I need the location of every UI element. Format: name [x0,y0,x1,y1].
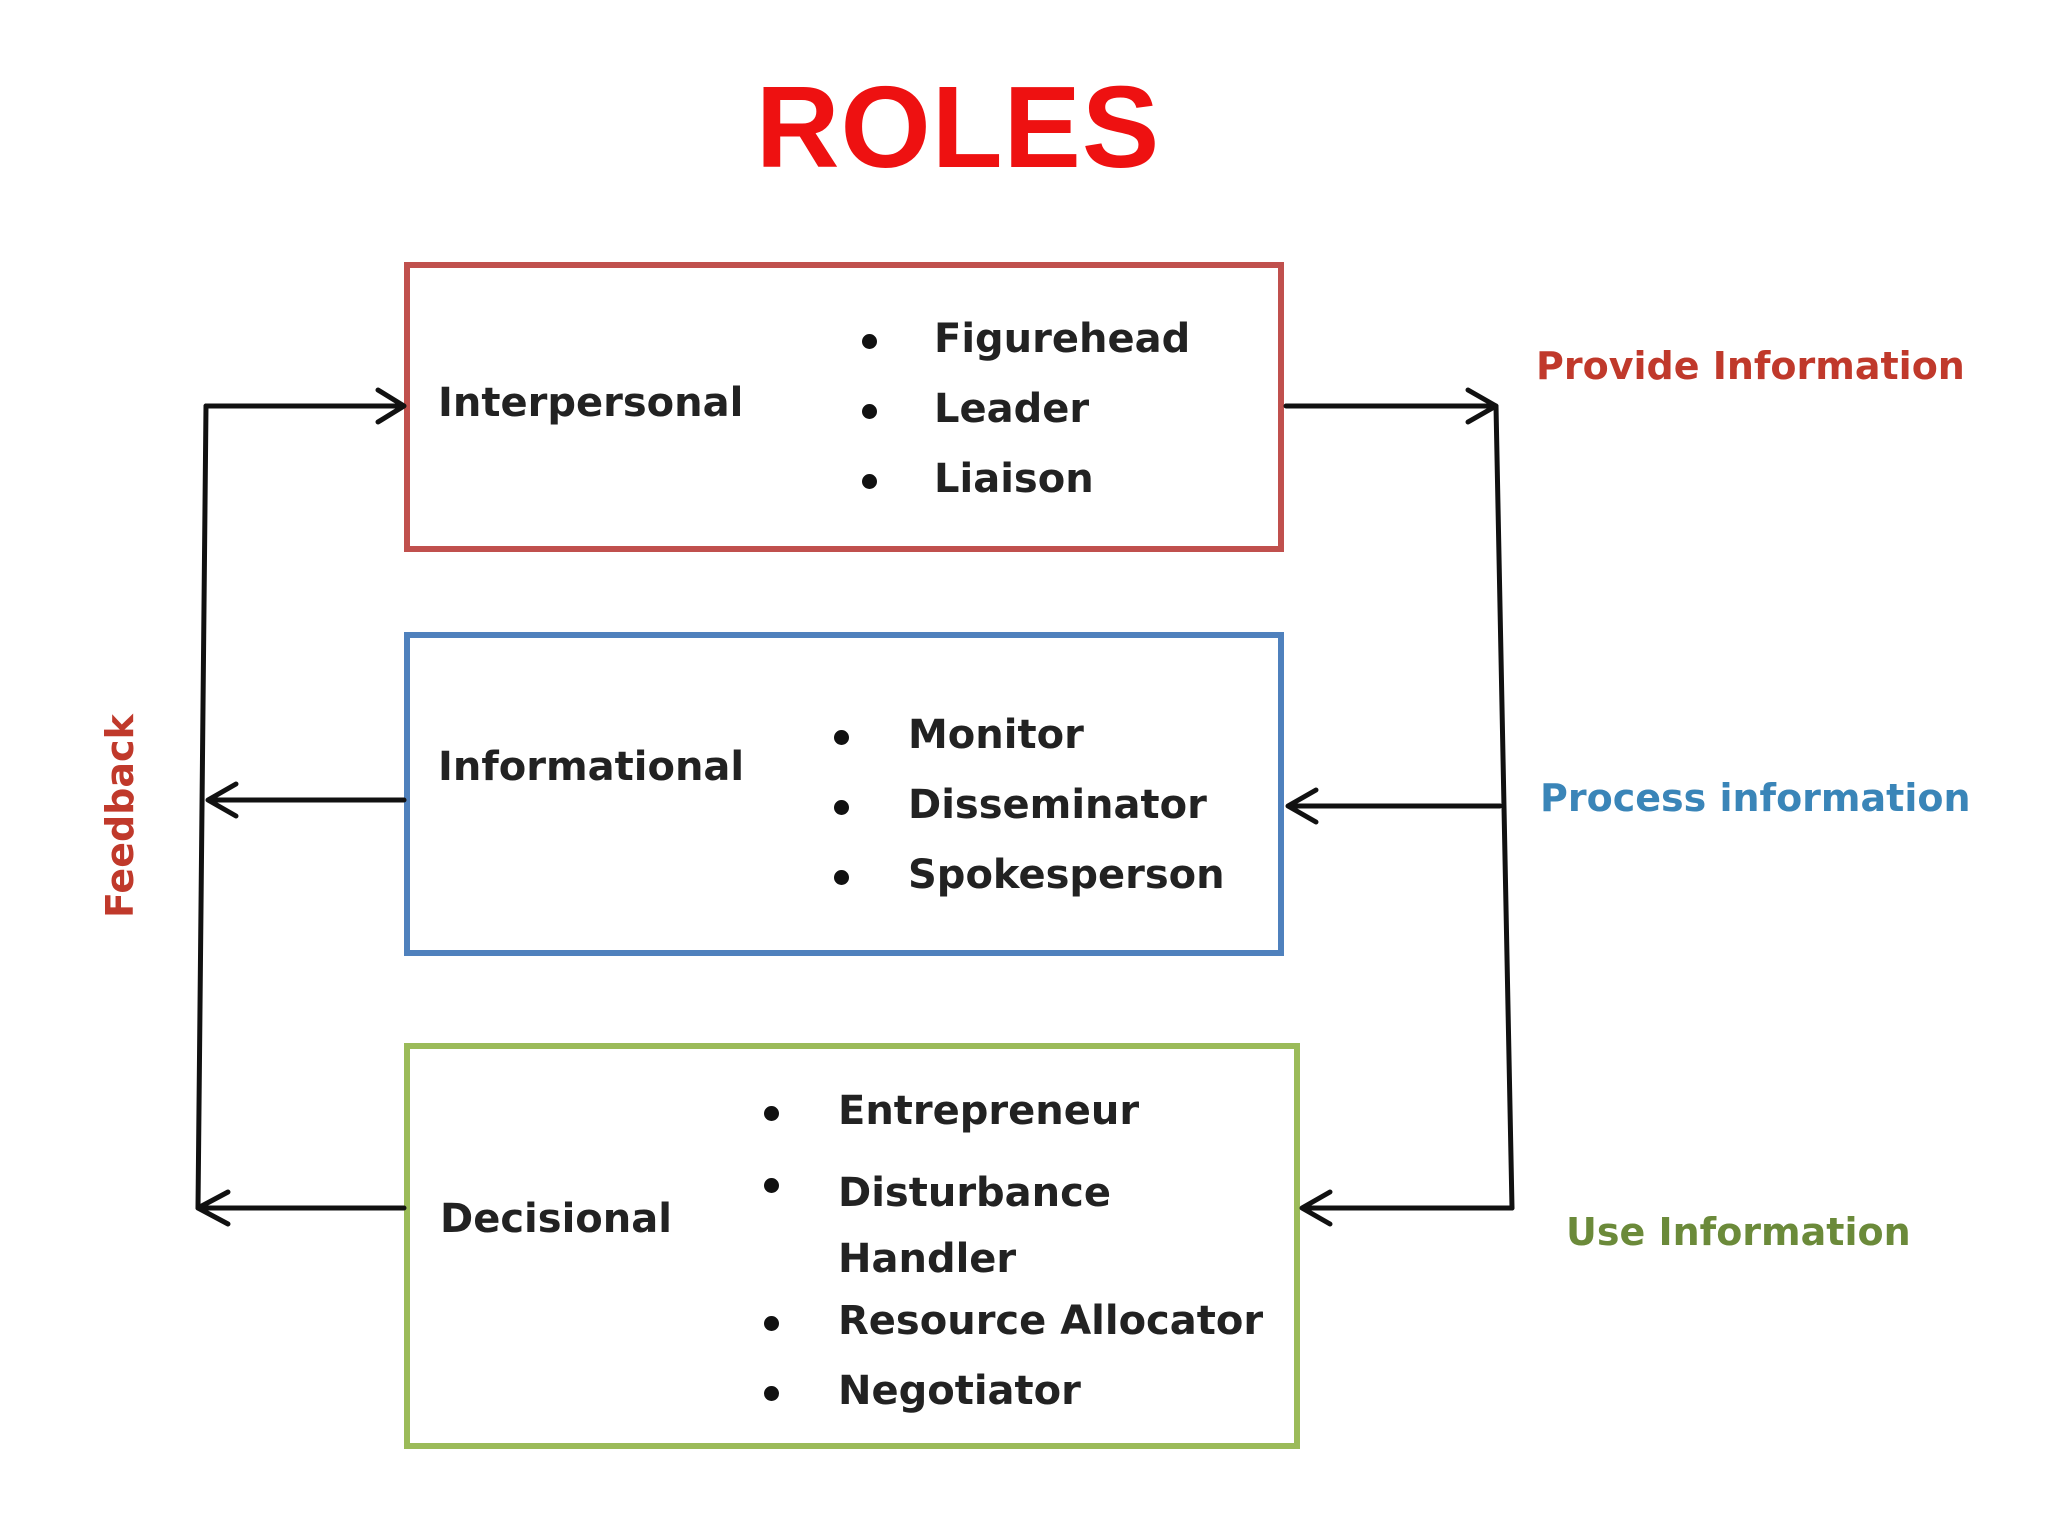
process-information-label: Process information [1540,776,1971,820]
role-item-text: Disturbance Handler [838,1170,1111,1282]
bullet-icon [764,1178,779,1193]
arrowhead-feedback-mid-icon [205,781,239,819]
arrowhead-decisional-icon [1299,1189,1333,1227]
bullet-icon [862,474,877,489]
role-item-text: Entrepreneur [838,1088,1140,1134]
list-item: Resource Allocator [760,1298,1263,1368]
bullet-icon [764,1316,779,1331]
bullet-icon [862,404,877,419]
decisional-list: Entrepreneur Disturbance Handler Resourc… [760,1088,1263,1438]
list-item: Spokesperson [830,852,1225,922]
informational-label: Informational [438,744,745,790]
interpersonal-box [404,262,1284,552]
role-item-text: Monitor [908,712,1084,758]
arrowhead-feedback-bottom-icon [195,1189,231,1227]
flow-vertical-line [1493,403,1515,1211]
bullet-icon [834,870,849,885]
decisional-label: Decisional [440,1196,672,1242]
bullet-icon [834,800,849,815]
use-information-label: Use Information [1566,1210,1911,1254]
list-item: Figurehead [856,316,1190,386]
role-item-text: Figurehead [934,316,1191,362]
bullet-icon [764,1386,779,1401]
informational-box [404,632,1284,956]
informational-list: Monitor Disseminator Spokesperson [830,712,1225,922]
list-item: Liaison [856,456,1190,526]
role-item-text: Resource Allocator [838,1298,1264,1344]
role-item-text: Spokesperson [908,852,1225,898]
interpersonal-list: Figurehead Leader Liaison [856,316,1190,526]
provide-information-label: Provide Information [1536,344,1965,388]
page-title: ROLES [755,62,1161,192]
bullet-icon [862,334,877,349]
interpersonal-label: Interpersonal [438,380,744,426]
bullet-icon [834,730,849,745]
list-item: Disseminator [830,782,1225,852]
list-item: Disturbance Handler [760,1160,1168,1298]
role-item-text: Leader [934,386,1090,432]
arrowhead-informational-icon [1285,787,1319,825]
role-item-text: Disseminator [908,782,1207,828]
list-item: Negotiator [760,1368,1263,1438]
feedback-line [195,403,209,1211]
bullet-icon [764,1106,779,1121]
role-item-text: Negotiator [838,1368,1081,1414]
decisional-box [404,1043,1300,1449]
role-item-text: Liaison [934,456,1094,502]
arrowhead-interpersonal-icon [375,387,407,425]
list-item: Monitor [830,712,1225,782]
list-item: Entrepreneur [760,1088,1263,1160]
list-item: Leader [856,386,1190,456]
